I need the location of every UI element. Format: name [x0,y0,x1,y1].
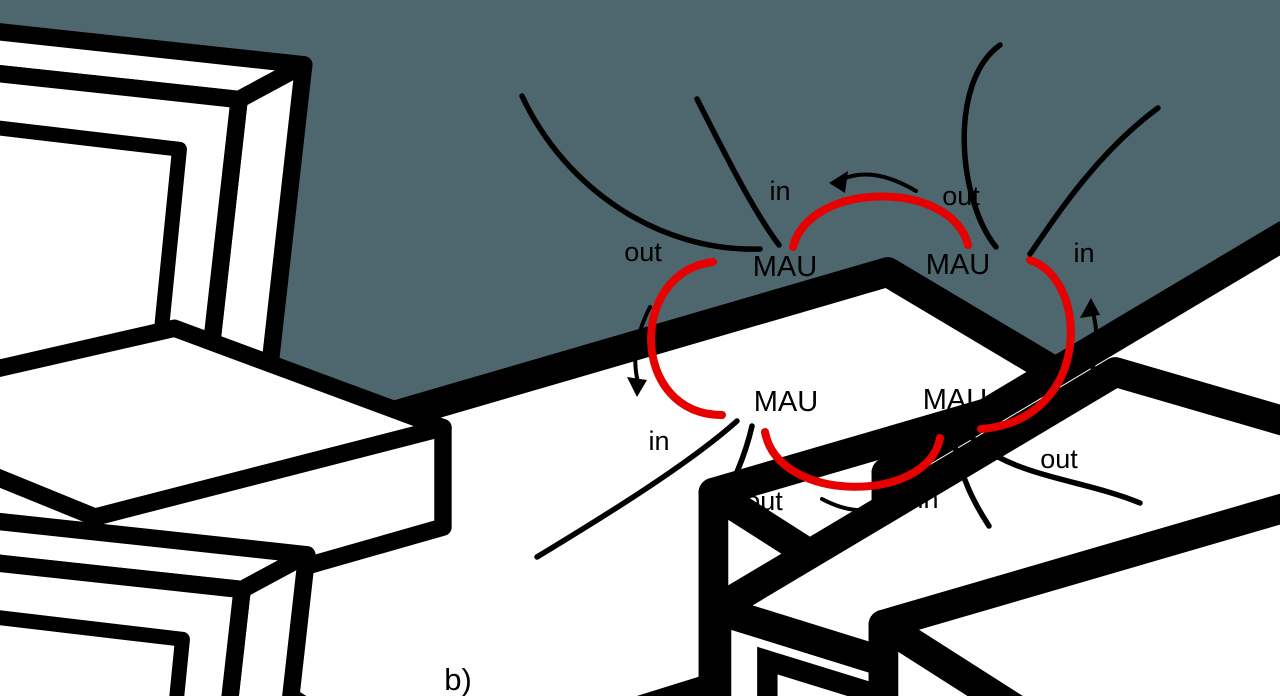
mau-bottom-left: MAU [714,370,1280,696]
mau-label: MAU [923,384,987,416]
ring-direction-arrow-bottom [820,493,901,515]
ring-direction-arrow-left [627,305,652,397]
label-left-in: in [648,426,669,456]
mau-top-left: MAU [711,236,1280,696]
label-right-out: out [1040,444,1078,474]
ring-cable-left [647,258,726,419]
section-b-label: b) [444,662,472,696]
mau-label: MAU [926,249,990,281]
ring-cable-bottom [761,428,944,491]
label-top-out: out [942,181,980,211]
station-cable [699,423,755,550]
mau-top-right: MAU [884,233,1280,696]
station-cable [694,96,782,248]
label-bottom-in: in [917,484,938,514]
label-top-in: in [769,176,790,206]
label-left-out: out [624,237,662,267]
station-cable [519,93,763,252]
station-cable [1027,105,1161,257]
station-cable [964,429,1143,506]
station-cable [950,434,992,529]
station-cable [534,418,740,560]
section-b: MAU MAU MAU MAU [0,5,1280,696]
mau-label: MAU [754,386,818,418]
label-right-in: in [1073,238,1094,268]
mau-bottom-right: MAU [881,368,1280,696]
station-cable [961,42,1003,250]
label-bottom-out: out [745,486,783,516]
ring-cable-right [977,256,1075,433]
ring-cable-top [789,192,972,251]
ring-direction-arrow-right [1080,298,1100,391]
mau-label: MAU [753,251,817,283]
ring-direction-arrow-top [829,171,918,193]
